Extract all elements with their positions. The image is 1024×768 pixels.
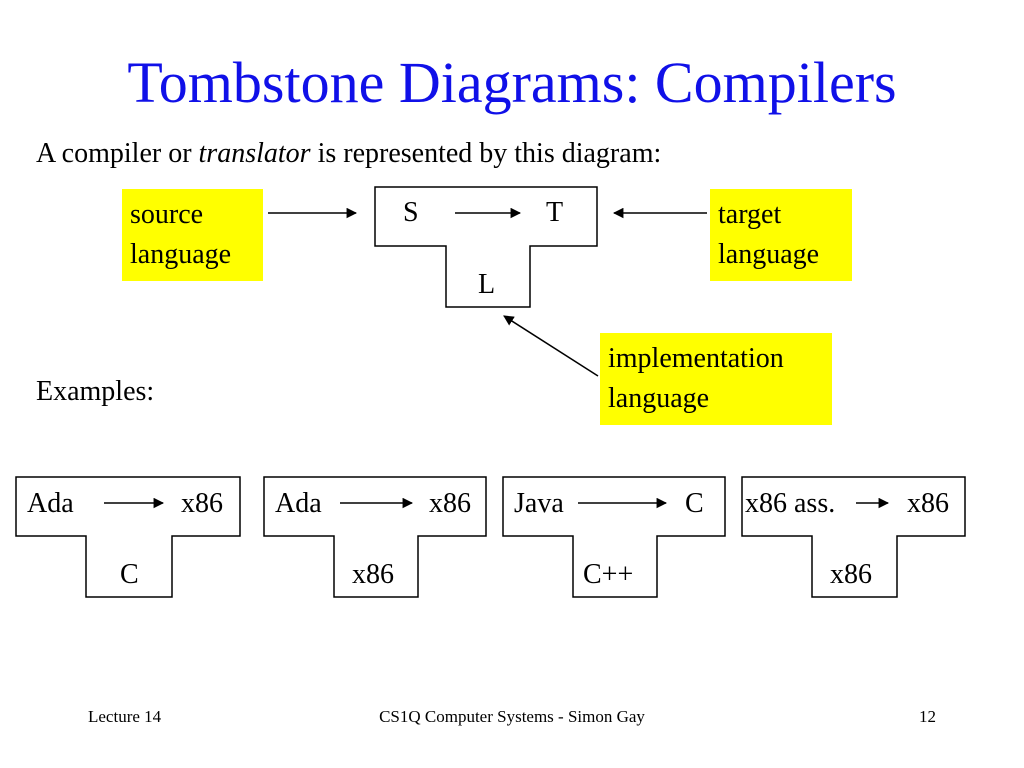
- example-3-implementation: C++: [583, 559, 634, 590]
- callout-target-language: target language: [710, 189, 852, 281]
- example-tombstone-1: [15, 476, 241, 598]
- example-3-source: Java: [514, 488, 564, 519]
- slide-title: Tombstone Diagrams: Compilers: [127, 50, 897, 115]
- callout-source-language: source language: [122, 189, 263, 281]
- example-1-outline: [15, 476, 241, 598]
- callout-source-line-1: source: [130, 199, 204, 230]
- intro-text-before: A compiler or: [36, 138, 199, 169]
- intro-text-after: is represented by this diagram:: [310, 138, 662, 169]
- callout-implementation-language: implementation language: [600, 333, 832, 425]
- example-2-implementation: x86: [352, 559, 394, 590]
- example-4-target: x86: [907, 488, 949, 519]
- footer-lecture: Lecture 14: [88, 707, 162, 726]
- main-tombstone-outline: [374, 186, 598, 308]
- example-2-source: Ada: [275, 488, 322, 519]
- example-1-implementation: C: [120, 559, 139, 590]
- example-tombstone-2: [263, 476, 487, 598]
- example-tombstone-3: [502, 476, 726, 598]
- main-source-label: S: [403, 197, 419, 228]
- callout-target-line-1: target: [718, 199, 782, 230]
- example-4-source: x86 ass.: [745, 488, 836, 519]
- intro-sentence: A compiler or translator is represented …: [36, 134, 661, 174]
- example-3-target: C: [685, 488, 704, 519]
- footer-course: CS1Q Computer Systems - Simon Gay: [379, 707, 645, 726]
- example-2-target: x86: [429, 488, 471, 519]
- example-tombstone-4: [741, 476, 966, 598]
- callout-target-line-2: language: [718, 239, 820, 270]
- example-4-outline: [741, 476, 966, 598]
- example-1-source: Ada: [27, 488, 74, 519]
- example-1-target: x86: [181, 488, 223, 519]
- example-4-implementation: x86: [830, 559, 872, 590]
- main-implementation-label: L: [478, 269, 496, 300]
- example-3-outline: [502, 476, 726, 598]
- callout-impl-line-1: implementation: [608, 343, 784, 374]
- footer-page-number: 12: [919, 707, 936, 726]
- main-target-label: T: [546, 197, 564, 228]
- implementation-callout-arrow: [503, 315, 599, 377]
- examples-label: Examples:: [36, 376, 155, 407]
- callout-impl-line-2: language: [608, 383, 710, 414]
- callout-source-line-2: language: [130, 239, 232, 270]
- intro-text-italic: translator: [198, 138, 311, 169]
- example-2-outline: [263, 476, 487, 598]
